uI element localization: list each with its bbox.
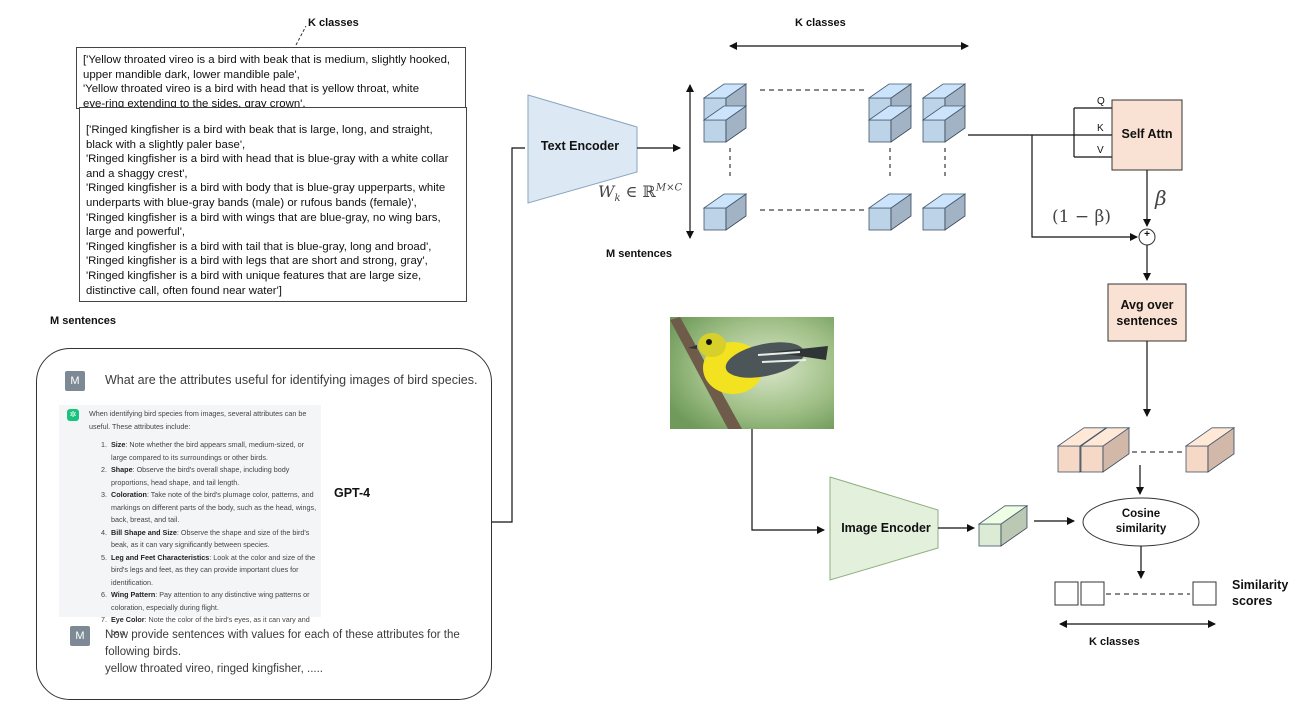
similarity-scores-label: Similarity scores <box>1232 578 1289 608</box>
user-avatar: M <box>65 371 85 391</box>
image-to-encoder-arrow <box>751 429 825 534</box>
answer-item: Bill Shape and Size: Observe the shape a… <box>109 527 317 552</box>
text-embedding-cube <box>867 193 913 231</box>
m-sentences-mid-label: M sentences <box>606 248 673 260</box>
gpt-answer: ✲ When identifying bird species from ima… <box>59 405 321 637</box>
kingfisher-line-10: 'Ringed kingfisher is a bird with legs t… <box>86 255 428 268</box>
text-embedding-cube <box>921 105 967 143</box>
class-embedding-cube <box>1079 427 1131 473</box>
self-attn-box <box>1111 99 1183 171</box>
score-box-k <box>1192 581 1217 606</box>
k-classes-bottom-label: K classes <box>1089 636 1140 648</box>
text-embedding-cube <box>921 193 967 231</box>
vireo-line-4: eye-ring extending to the sides, gray cr… <box>83 97 306 109</box>
gpt-chat-panel: M What are the attributes useful for ide… <box>36 348 492 700</box>
self-attn-label: Self Attn <box>1121 127 1173 141</box>
image-embedding-cube-shape <box>977 505 1029 547</box>
avg-label: Avg over sentences <box>1116 298 1178 328</box>
followup-line-1: Now provide sentences with values for ea… <box>105 629 460 641</box>
beta-label: β <box>1155 186 1167 210</box>
text-encoder-label: Text Encoder <box>540 139 620 153</box>
answer-item: Eye Color: Note the color of the bird's … <box>109 614 317 639</box>
kingfisher-sentences-box: ['Ringed kingfisher is a bird with beak … <box>79 107 467 302</box>
plus-sign: + <box>1144 229 1150 240</box>
one-minus-beta-label: (1 − β) <box>1052 207 1111 227</box>
residual-arrow <box>1031 135 1138 241</box>
class-embedding-cube <box>1184 427 1236 473</box>
kingfisher-line-3: 'Ringed kingfisher is a bird with head t… <box>86 153 449 166</box>
answer-item: Wing Pattern: Pay attention to any disti… <box>109 589 317 614</box>
score-box-1 <box>1054 581 1079 606</box>
kingfisher-line-6: underparts with blue-gray bands (male) o… <box>86 196 417 209</box>
answer-list: Size: Note whether the bird appears smal… <box>89 439 317 639</box>
kingfisher-line-8: large and powerful', <box>86 226 186 239</box>
answer-item: Leg and Feet Characteristics: Look at th… <box>109 552 317 590</box>
user-avatar-2: M <box>70 626 90 646</box>
image-encoder-shape <box>829 476 939 581</box>
class-embedding-cubes <box>1056 427 1236 473</box>
image-encoder-label: Image Encoder <box>841 521 931 535</box>
gpt4-label: GPT-4 <box>334 486 371 500</box>
vireo-line-1: ['Yellow throated vireo is a bird with b… <box>83 54 451 66</box>
kingfisher-line-7: 'Ringed kingfisher is a bird with wings … <box>86 211 441 224</box>
gpt-logo-icon: ✲ <box>67 409 79 421</box>
answer-item: Size: Note whether the bird appears smal… <box>109 439 317 464</box>
answer-intro: When identifying bird species from image… <box>89 409 307 431</box>
kingfisher-line-1: ['Ringed kingfisher is a bird with beak … <box>86 124 433 136</box>
k-classes-top-label: K classes <box>795 17 846 29</box>
answer-item: Coloration: Take note of the bird's plum… <box>109 489 317 527</box>
followup-line-2: following birds. <box>105 646 182 658</box>
m-sentences-left-label: M sentences <box>50 315 117 327</box>
followup-line-3: yellow throated vireo, ringed kingfisher… <box>105 663 323 675</box>
text-embedding-cube <box>867 105 913 143</box>
q-label: Q <box>1097 96 1105 107</box>
wk-formula: Wk ∈ ℝM×C <box>598 182 683 205</box>
text-embedding-cube <box>702 105 748 143</box>
k-classes-left-label: K classes <box>308 17 359 29</box>
score-box-2 <box>1080 581 1105 606</box>
k-classes-pointer <box>295 25 307 46</box>
kingfisher-line-11: 'Ringed kingfisher is a bird with unique… <box>86 269 422 282</box>
v-label: V <box>1097 145 1104 156</box>
vireo-line-2: upper mandible dark, lower mandible pale… <box>83 68 300 81</box>
bird-image <box>670 317 834 429</box>
kingfisher-line-2: black with a slightly paler base', <box>86 138 246 151</box>
text-embedding-cubes <box>702 83 967 231</box>
image-embedding-cube <box>977 505 1029 547</box>
k-label: K <box>1097 123 1104 134</box>
kingfisher-line-4: and a shaggy crest', <box>86 167 188 180</box>
answer-item: Shape: Observe the bird's overall shape,… <box>109 464 317 489</box>
kingfisher-line-5: 'Ringed kingfisher is a bird with body t… <box>86 182 446 195</box>
gpt-to-encoder-line <box>490 147 525 523</box>
user-question: What are the attributes useful for ident… <box>105 373 478 387</box>
vireo-line-3: 'Yellow throated vireo is a bird with he… <box>83 83 420 96</box>
kingfisher-line-9: 'Ringed kingfisher is a bird with tail t… <box>86 240 432 253</box>
kingfisher-line-12: distinctive call, often found near water… <box>86 284 282 297</box>
vireo-sentences-box: ['Yellow throated vireo is a bird with b… <box>76 47 466 109</box>
text-encoder-shape <box>527 94 638 204</box>
user-followup: Now provide sentences with values for ea… <box>105 627 460 678</box>
cosine-label: Cosine similarity <box>1115 508 1167 535</box>
text-embedding-cube <box>702 193 748 231</box>
